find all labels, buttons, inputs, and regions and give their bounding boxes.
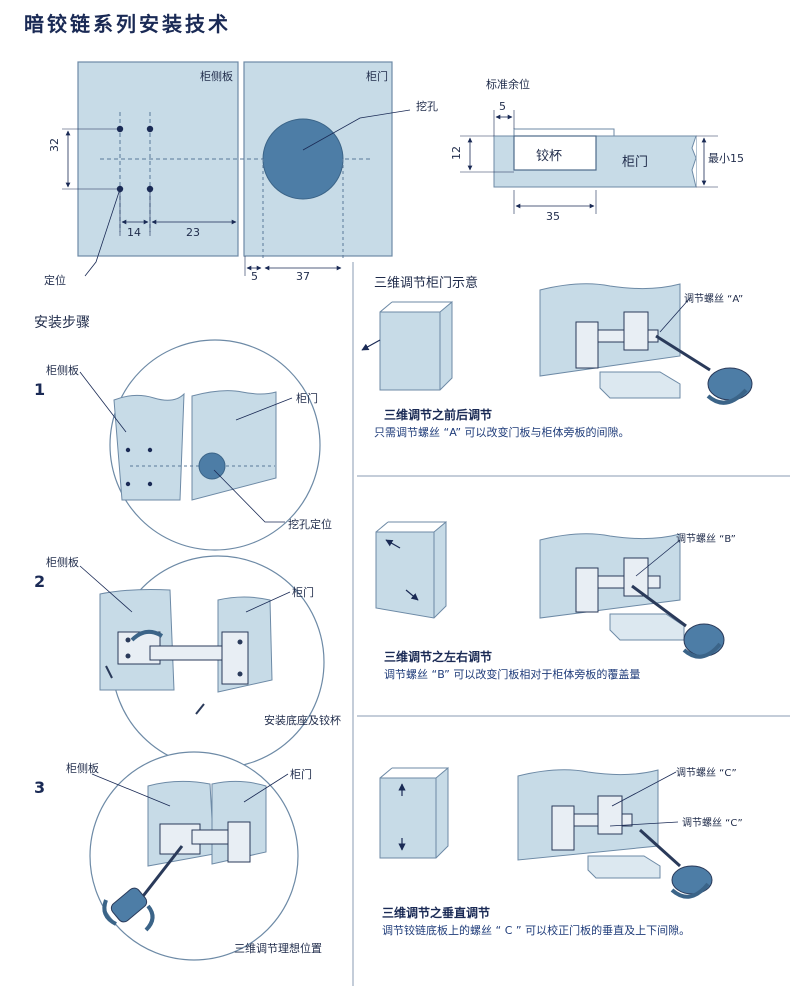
front-back-title: 三维调节之前后调节	[384, 408, 493, 422]
page-title: 暗铰链系列安装技术	[24, 12, 231, 36]
door-panel-label: 柜门	[366, 70, 388, 83]
left-right-desc: 调节螺丝 “B” 可以改变门板相对于柜体旁板的覆盖量	[384, 668, 641, 681]
adjust-heading: 三维调节柜门示意	[374, 276, 479, 291]
cup-hole	[262, 118, 344, 200]
vertical-desc: 调节铰链底板上的螺丝 “ C ” 可以校正门板的垂直及上下间隙。	[382, 924, 691, 937]
step3-side-label: 柜侧板	[66, 762, 99, 775]
step1-side-label: 柜侧板	[46, 364, 79, 377]
install-heading: 安装步骤	[34, 315, 90, 331]
dim-23: 23	[186, 226, 200, 239]
step2-illustration	[79, 555, 325, 769]
front-back-desc: 只需调节螺丝 “A” 可以改变门板与柜体旁板的间隙。	[374, 426, 630, 439]
drill-diagram	[62, 61, 411, 277]
section-diagram	[460, 110, 718, 214]
adjust-front-back-illustration	[361, 283, 753, 405]
dim-32: 32	[48, 138, 61, 152]
section-dim-35: 35	[546, 210, 560, 223]
step1-number: 1	[34, 380, 46, 399]
section-dim-12: 12	[450, 146, 463, 160]
left-right-title: 三维调节之左右调节	[384, 650, 493, 664]
step1-illustration	[79, 339, 321, 551]
hinge-cup	[513, 135, 597, 171]
screw-c-label-1: 调节螺丝 “C”	[676, 768, 737, 779]
step1-caption: 挖孔定位	[288, 518, 332, 531]
section-door-label: 柜门	[622, 155, 649, 170]
dim-37: 37	[296, 270, 310, 283]
step3-caption: 三维调节理想位置	[234, 942, 322, 955]
adjust-left-right-illustration	[375, 520, 725, 659]
drill-hole	[116, 125, 124, 133]
section-dim-5: 5	[499, 100, 506, 113]
locate-label: 定位	[44, 274, 66, 287]
drill-hole	[146, 125, 154, 133]
screw-c-label-2: 调节螺丝 “C”	[682, 818, 743, 829]
screw-a-label: 调节螺丝 “A”	[684, 294, 744, 305]
adjust-vertical-illustration	[379, 766, 713, 899]
cup-label: 铰杯	[536, 149, 563, 164]
side-panel-label: 柜侧板	[200, 70, 233, 83]
std-margin-label: 标准余位	[486, 78, 530, 91]
step2-caption: 安装底座及铰杯	[264, 714, 341, 727]
step2-side-label: 柜侧板	[46, 556, 79, 569]
step2-number: 2	[34, 572, 46, 591]
step3-door-label: 柜门	[290, 768, 312, 781]
drill-hole	[146, 185, 154, 193]
dim-14: 14	[127, 226, 141, 239]
screw-b-label: 调节螺丝 “B”	[676, 534, 736, 545]
hole-label: 挖孔	[416, 100, 438, 113]
vertical-title: 三维调节之垂直调节	[382, 906, 491, 920]
step3-illustration	[89, 751, 299, 961]
step3-number: 3	[34, 778, 46, 797]
min-label: 最小15	[708, 152, 744, 165]
step1-door-label: 柜门	[296, 392, 318, 405]
dim-5: 5	[251, 270, 258, 283]
step2-door-label: 柜门	[292, 586, 314, 599]
